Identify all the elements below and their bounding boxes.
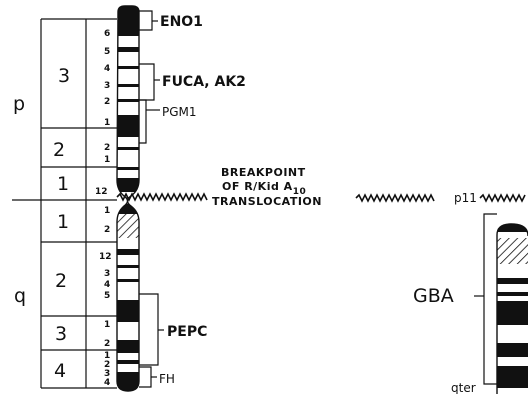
gene-label-pepc: PEPC [167,324,207,340]
region-label-p3: 3 [58,65,70,87]
band-label: 1 [104,155,110,165]
breakpoint-subtitle-text: OF R/Kid A [222,180,293,193]
band-label: 2 [104,97,110,107]
band-label: 1 [104,206,110,216]
breakpoint-translocation: TRANSLOCATION [212,195,322,208]
band-dark [110,300,150,322]
band-dark [110,340,150,353]
gene-label-eno1: ENO1 [160,14,203,30]
arm-label-q: q [14,285,26,307]
band-dark [495,343,528,357]
band-dark [110,147,150,150]
heterochromatin-hatch [495,238,528,264]
band-dark [110,84,150,87]
band-dark [495,366,528,388]
band-label: 2 [104,143,110,153]
region-label-p2: 2 [53,139,65,161]
arm-label-p: p [13,93,25,115]
breakpoint-title: BREAKPOINT [221,166,306,179]
band-label: 5 [104,47,110,57]
band-label: 5 [104,291,110,301]
band-dark [110,360,150,364]
band-label: 3 [104,269,110,279]
gene-label-fh: FH [159,372,175,386]
band-label: 4 [104,64,110,74]
band-dark [495,292,528,296]
band-label: 4 [104,378,110,388]
band-dark [110,265,150,268]
gene-label-fuca-ak2: FUCA, AK2 [162,74,246,90]
band-dark [110,115,150,137]
band-label: 4 [104,280,110,290]
band-label: 1 [104,320,110,330]
gene-label-gba: GBA [413,285,454,307]
band-label: 12 [95,187,108,197]
band-dark [110,279,150,282]
derivative-qter-label: qter [451,381,476,394]
band-label: 12 [99,252,112,262]
region-label-q4: 4 [54,360,66,382]
band-label: 3 [104,81,110,91]
derivative-chromosome [495,220,528,394]
region-label-p1: 1 [57,173,69,195]
band-dark [110,66,150,69]
region-label-q2: 2 [55,270,67,292]
gba-bracket [474,214,497,384]
band-label: 1 [104,118,110,128]
heterochromatin-hatch [110,214,150,238]
band-dark [110,178,150,192]
band-dark [110,47,150,52]
band-dark [495,301,528,325]
region-label-q3: 3 [55,323,67,345]
derivative-p11-label: p11 [454,191,477,205]
band-label: 6 [104,29,110,39]
band-dark [110,249,150,255]
band-label: 2 [104,339,110,349]
band-labels: 6 5 4 3 2 1 2 1 12 1 2 12 3 4 5 1 2 1 2 … [95,29,112,388]
gene-label-pgm1: PGM1 [162,105,197,119]
region-label-q1: 1 [57,211,69,233]
band-dark [495,278,528,284]
band-label: 2 [104,225,110,235]
